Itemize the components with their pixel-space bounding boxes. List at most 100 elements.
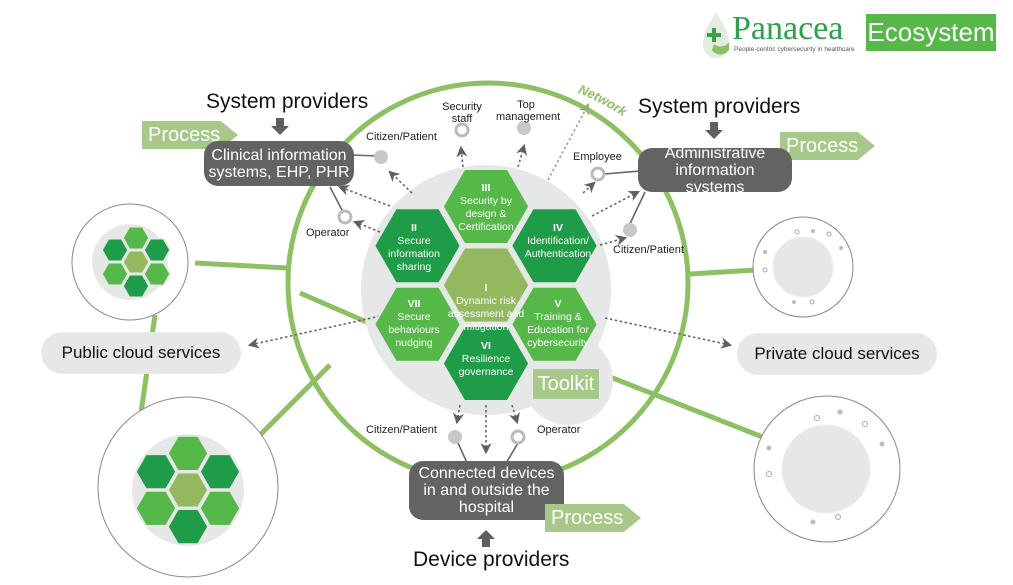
mini-hexagon-IV [143,237,171,263]
arrow-to-citizen-tl [388,170,413,194]
arrow-to-network [547,103,590,181]
toolkit-label: Toolkit [533,369,599,399]
operator-node-ring [337,209,353,225]
actor-nodes [337,121,637,445]
hex-text: Dynamic risk assessment and mitigation [447,295,525,333]
hex-num: III [481,182,491,194]
lower-right-node [753,395,901,543]
arrow-to-citizen-r [599,235,628,246]
connector-lower-right-node [604,372,766,441]
hex-num: II [411,222,417,234]
hex-num: IV [553,222,563,234]
mini-hexagon-II [101,237,129,263]
actor-top-management: Top management [496,99,561,123]
process-tag-administrative: Process [780,132,875,160]
public-cloud-node [71,203,189,321]
hex-text: Secure behaviours nudging [388,311,440,349]
hexagon-III [442,168,530,245]
arrow-to-employee [582,181,596,194]
citizen-b-node-filled [448,430,462,444]
hex-text: Identification/ Authentication [524,235,592,260]
arrow-to-security-staff [456,145,468,168]
citizen-r-node-filled [623,223,637,237]
arrow-to-clinical [337,184,391,207]
top-management-node-filled [517,121,531,135]
hexagon-VI [442,325,530,402]
mini-hexagon-I [167,471,209,509]
mini-hexagon-VII [101,262,129,287]
dotted-arrows [247,143,733,455]
logo-product: Ecosystem [866,14,996,51]
hexagon-II [373,207,462,284]
hex-num: V [554,298,562,310]
arrow-down-icon [271,118,289,135]
lower-left-node [97,396,279,578]
arrow-up-icon [477,530,495,547]
logo-tagline: People-centric cybersecurity in healthca… [734,46,855,53]
actor-citizen-patient-b: Citizen/Patient [366,424,437,436]
connector-public-cloud-node [194,260,288,271]
arrow-to-top-management [516,143,527,168]
mini-hexagon-VII [135,490,177,527]
hex-text: Security by design & Certification [458,195,514,233]
mini-hexagon-II [135,453,177,490]
system-providers-left: System providers [206,90,369,113]
hexagon-V [510,286,599,363]
mini-hexagon-IV [199,453,241,490]
hex-num: I [484,282,488,294]
mini-hexagon-I [122,249,150,275]
actor-operator-left: Operator [306,227,350,239]
hex-text: Training & Education for cybersecurity [527,311,589,349]
actor-citizen-patient-r: Citizen/Patient [613,244,684,256]
hex-num: VI [481,340,491,352]
mini-hexagon-III [167,435,209,472]
toolkit-hexagons [373,168,599,402]
device-providers: Device providers [413,548,570,571]
arrow-to-public-cloud [247,314,386,349]
mini-hexagon-VI [122,274,150,299]
administrative-systems-box: Administrative information systems [638,145,792,196]
connector-lower-left-node [258,363,332,437]
hexagon-I [442,247,530,323]
logo-brand: Panacea [732,10,844,47]
mini-hexagon-V [143,262,171,287]
actor-operator-b: Operator [537,424,581,436]
actor-security-staff: Security staff [442,101,482,125]
actor-employee: Employee [573,151,622,163]
arrow-to-administrative [591,190,640,217]
private-cloud-services: Private cloud services [737,333,937,375]
actor-citizen-patient-tl: Citizen/Patient [366,131,437,143]
employee-node-ring [590,166,606,182]
operator-b-node-ring [510,429,526,445]
public-cloud-services: Public cloud services [41,332,241,374]
private-cloud-node [752,216,854,318]
hexagon-VII [373,286,462,363]
mini-hexagon-III [122,225,150,250]
mini-hexagon-VI [167,508,209,545]
security-staff-node-ring [454,122,470,138]
system-providers-right: System providers [638,95,801,118]
connected-devices-box: Connected devices in and outside the hos… [409,461,564,520]
arrow-to-private-cloud [604,317,733,349]
mini-hexagon-V [199,490,241,527]
clinical-systems-box: Clinical information systems, EHP, PHR [204,141,354,186]
provider-arrows [271,118,723,547]
network-label: Network [577,82,631,120]
hex-num: VII [407,298,421,310]
hex-text: Secure information sharing [388,235,440,273]
leaf-cross-shield-icon [703,12,729,58]
arrow-to-operator [352,220,381,233]
hex-text: Resilience governance [458,353,514,378]
process-tag-devices: Process [545,504,641,532]
arrow-down-icon [705,122,723,139]
hexagon-IV [510,207,599,284]
connector-private-cloud-node [689,267,756,277]
